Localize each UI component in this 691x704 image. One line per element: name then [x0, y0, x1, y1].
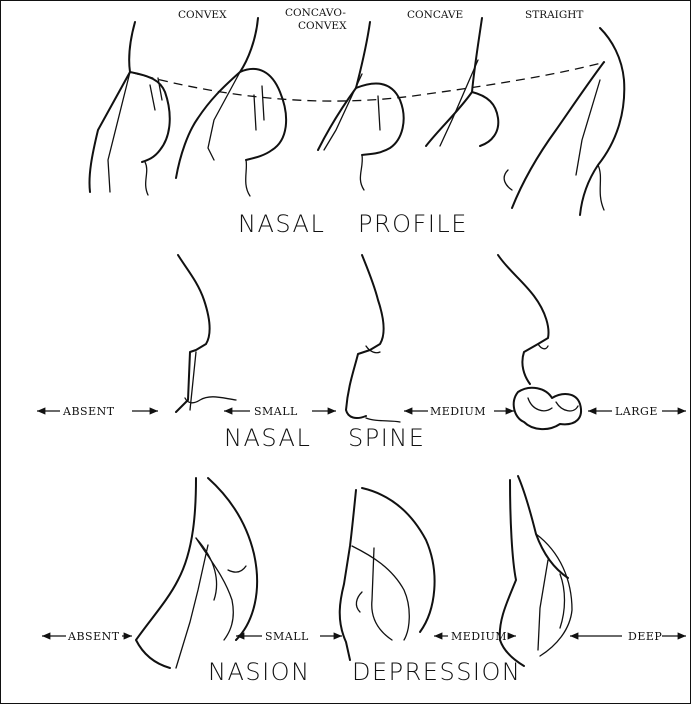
profile-concavo-convex-drawing: [176, 18, 286, 196]
nasion-depression-row: ABSENT SMALL MEDIUM DEEP NASION DEPRESSI…: [42, 476, 686, 686]
spine-label-medium: MEDIUM: [430, 405, 486, 418]
spine-large-drawing: [498, 255, 581, 429]
profile-straight-second-drawing: [512, 28, 624, 215]
profile-label-concave: CONCAVE: [407, 9, 463, 21]
nasion-depression-title-word1: NASION: [208, 658, 311, 686]
profile-label-concavo-line2: CONVEX: [298, 20, 347, 32]
profile-reference-line: [130, 62, 605, 101]
profile-concave-drawing: [318, 22, 404, 190]
nasion-small-drawing: [340, 488, 435, 660]
nasal-profile-title-word1: NASAL: [238, 210, 325, 238]
nasion-label-absent: ABSENT: [67, 630, 120, 643]
profile-convex-drawing: [89, 22, 169, 195]
nasal-spine-row: ABSENT SMALL MEDIUM LARGE NASAL SPINE: [37, 255, 686, 452]
spine-small-drawing: [346, 255, 400, 422]
nasal-profile-title-word2: PROFILE: [358, 210, 468, 238]
profile-label-concavo-line1: CONCAVO-: [285, 7, 346, 19]
nasion-label-medium: MEDIUM: [451, 630, 507, 643]
nasal-spine-title-word2: SPINE: [348, 424, 425, 452]
profile-straight-drawing: [426, 18, 512, 190]
nasal-profile-row: CONVEX CONCAVO- CONVEX CONCAVE STRAIGHT …: [89, 7, 624, 238]
spine-label-small: SMALL: [254, 405, 298, 418]
profile-label-convex: CONVEX: [178, 9, 227, 21]
nasion-deep-drawing: [500, 476, 572, 666]
nasal-spine-title-word1: NASAL: [224, 424, 311, 452]
spine-label-absent: ABSENT: [62, 405, 115, 418]
spine-label-large: LARGE: [615, 405, 658, 418]
nasion-depression-title-word2: DEPRESSION: [352, 658, 521, 686]
nasion-label-small: SMALL: [265, 630, 309, 643]
nasion-absent-drawing: [136, 478, 257, 668]
spine-absent-drawing: [176, 255, 236, 412]
profile-label-straight: STRAIGHT: [525, 9, 583, 21]
nasion-label-deep: DEEP: [628, 630, 662, 643]
